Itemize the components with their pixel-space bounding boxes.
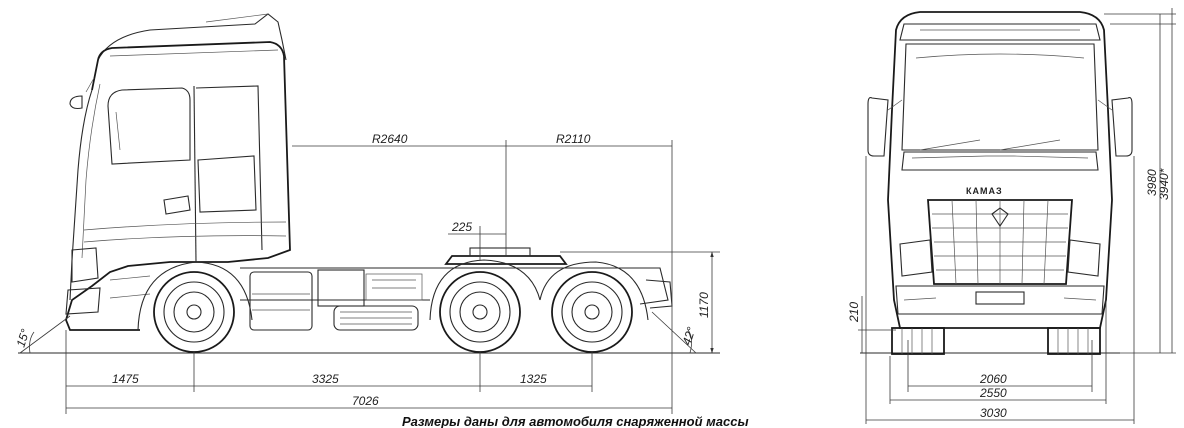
chassis [240, 247, 673, 331]
dim-height-1: 3980 [1145, 169, 1159, 196]
dim-lengths: 1475 3325 1325 7026 [65, 330, 673, 414]
front-wheel [153, 271, 235, 353]
dim-overall-length: 7026 [352, 394, 379, 408]
headlight-right [1067, 239, 1101, 277]
front-tyres [891, 327, 1101, 355]
side-view: R2640 R2110 225 1170 15° 42° [14, 13, 720, 414]
dim-approach-angle: 15° [14, 327, 33, 349]
dim-radius-front: R2640 [372, 132, 408, 146]
dim-widths: 2060 2550 3030 [865, 156, 1135, 424]
cab [65, 13, 291, 331]
dim-radius-rear: R2110 [556, 132, 591, 146]
rear-wheel-2 [551, 271, 633, 353]
dim-height: 1170 [560, 251, 720, 354]
dim-heights: 3980 3940* [1104, 8, 1176, 354]
front-view: КАМАЗ [847, 8, 1176, 424]
dim-clearance: 210 [847, 296, 896, 353]
dim-ground-clearance: 210 [847, 302, 861, 323]
dim-height-2: 3940* [1157, 168, 1171, 200]
dim-radius: R2640 R2110 [292, 132, 673, 352]
dim-track-width: 2060 [979, 372, 1007, 386]
plate [975, 291, 1025, 305]
windshield [901, 43, 1099, 151]
headlight-left [899, 239, 933, 277]
dim-fifth-wheel-height: 1170 [697, 292, 711, 318]
grille [927, 199, 1073, 285]
dim-wheelbase-rear: 1325 [520, 372, 547, 386]
dim-front-overhang: 1475 [112, 372, 139, 386]
dim-body-width: 2550 [979, 386, 1007, 400]
rear-wheel-1 [439, 271, 521, 353]
dim-fifth-wheel-offset: 225 [451, 220, 472, 234]
grille-brand: КАМАЗ [966, 186, 1003, 196]
dim-angles: 15° 42° [14, 311, 699, 354]
dim-departure-angle: 42° [680, 325, 699, 347]
caption: Размеры даны для автомобиля снаряженной … [402, 414, 749, 428]
dim-mirror-width: 3030 [980, 406, 1007, 420]
dim-offset: 225 [448, 220, 506, 260]
mirrors [867, 97, 1133, 157]
dim-wheelbase-front: 3325 [312, 372, 339, 386]
bumper [895, 285, 1105, 315]
